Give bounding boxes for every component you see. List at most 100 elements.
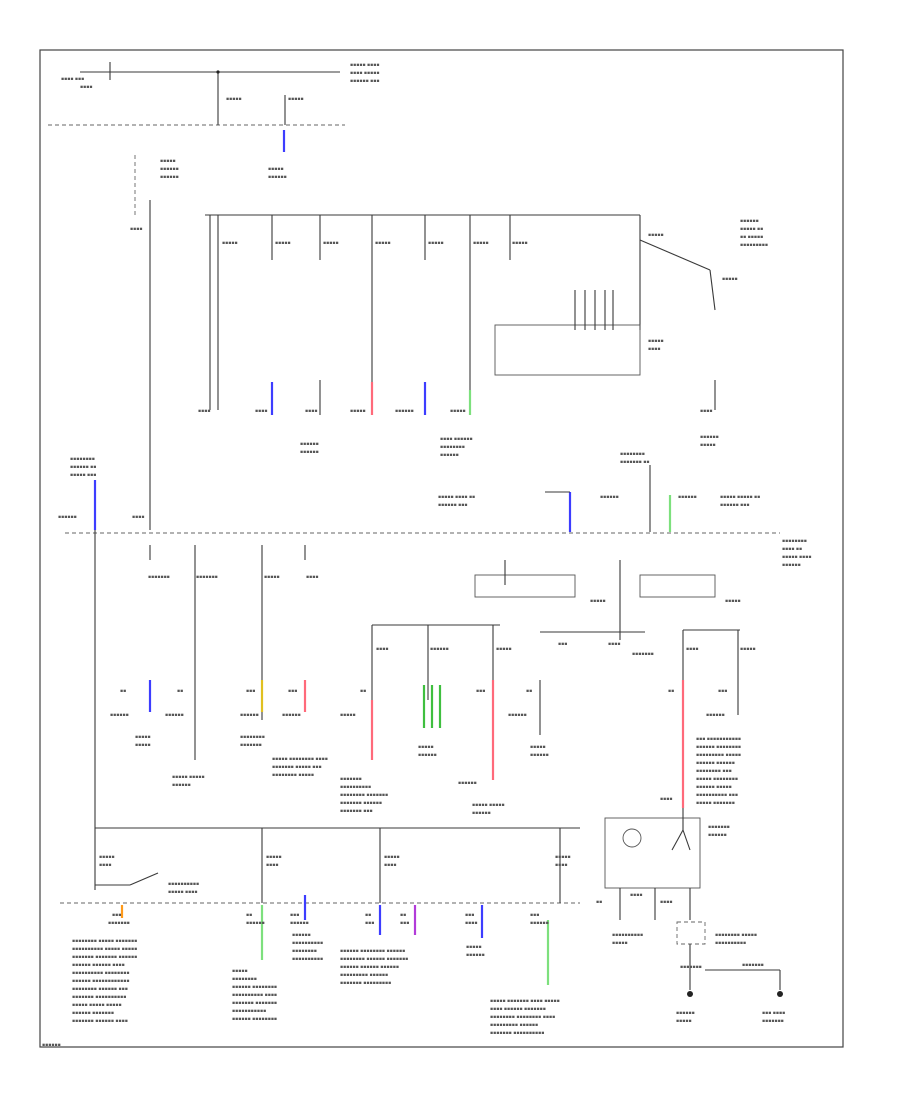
svg-text:▪▪▪▪▪▪▪▪ ▪▪▪: ▪▪▪▪▪▪▪▪ ▪▪▪ (696, 769, 732, 774)
svg-text:▪▪▪▪: ▪▪▪▪ (660, 797, 672, 802)
svg-text:▪▪▪▪▪▪▪: ▪▪▪▪▪▪▪ (196, 575, 218, 580)
svg-text:▪▪▪▪▪▪ ▪▪▪▪▪▪ ▪▪▪▪: ▪▪▪▪▪▪ ▪▪▪▪▪▪ ▪▪▪▪ (72, 963, 125, 968)
svg-text:▪▪▪▪: ▪▪▪▪ (630, 893, 642, 898)
svg-text:▪▪▪▪▪▪▪▪▪▪: ▪▪▪▪▪▪▪▪▪▪ (340, 785, 371, 790)
svg-text:▪▪▪▪▪▪ ▪▪▪▪▪▪▪▪: ▪▪▪▪▪▪ ▪▪▪▪▪▪▪▪ (696, 745, 741, 750)
svg-text:▪▪▪▪▪▪ ▪▪: ▪▪▪▪▪▪ ▪▪ (70, 465, 96, 470)
svg-text:▪▪▪▪▪: ▪▪▪▪▪ (264, 575, 280, 580)
svg-text:▪▪▪: ▪▪▪ (530, 913, 539, 918)
svg-text:▪▪▪▪▪▪▪▪: ▪▪▪▪▪▪▪▪ (782, 539, 807, 544)
svg-text:▪▪▪▪▪▪▪ ▪▪▪▪▪▪▪ ▪▪▪▪▪▪: ▪▪▪▪▪▪▪ ▪▪▪▪▪▪▪ ▪▪▪▪▪▪ (72, 955, 137, 960)
svg-text:▪▪▪▪▪▪▪▪: ▪▪▪▪▪▪▪▪ (240, 735, 265, 740)
svg-text:▪▪▪▪▪: ▪▪▪▪▪ (222, 241, 238, 246)
svg-text:▪▪▪▪▪: ▪▪▪▪▪ (340, 713, 356, 718)
svg-text:▪▪▪▪▪▪▪▪ ▪▪▪▪▪: ▪▪▪▪▪▪▪▪ ▪▪▪▪▪ (715, 933, 757, 938)
svg-text:▪▪▪▪▪: ▪▪▪▪▪ (226, 97, 242, 102)
svg-text:▪▪▪: ▪▪▪ (400, 921, 409, 926)
svg-text:▪▪: ▪▪ (596, 900, 602, 905)
svg-text:▪▪▪▪▪▪▪▪: ▪▪▪▪▪▪▪▪ (440, 445, 465, 450)
svg-text:▪▪▪▪▪: ▪▪▪▪▪ (530, 745, 546, 750)
svg-text:▪▪▪▪▪ ▪▪▪▪: ▪▪▪▪▪ ▪▪▪▪ (168, 890, 197, 895)
svg-text:▪▪: ▪▪ (120, 689, 126, 694)
svg-text:▪▪▪▪▪: ▪▪▪▪▪ (323, 241, 339, 246)
svg-text:▪▪: ▪▪ (177, 689, 183, 694)
svg-text:▪▪▪▪▪▪: ▪▪▪▪▪▪ (678, 495, 697, 500)
svg-text:▪▪▪▪: ▪▪▪▪ (306, 575, 318, 580)
svg-text:▪▪▪▪▪▪▪: ▪▪▪▪▪▪▪ (240, 743, 262, 748)
svg-text:▪▪▪▪ ▪▪▪▪▪▪ ▪▪▪▪▪▪▪: ▪▪▪▪ ▪▪▪▪▪▪ ▪▪▪▪▪▪▪ (490, 1007, 546, 1012)
svg-text:▪▪▪▪▪▪▪ ▪▪▪▪▪ ▪▪▪: ▪▪▪▪▪▪▪ ▪▪▪▪▪ ▪▪▪ (272, 765, 322, 770)
svg-text:▪▪▪▪▪▪▪▪▪▪: ▪▪▪▪▪▪▪▪▪▪ (168, 882, 199, 887)
svg-text:▪▪▪▪▪▪▪▪: ▪▪▪▪▪▪▪▪ (70, 457, 95, 462)
svg-text:▪▪▪▪: ▪▪▪▪ (700, 409, 712, 414)
svg-text:▪▪▪▪▪▪ ▪▪▪▪▪▪ ▪▪▪▪▪▪: ▪▪▪▪▪▪ ▪▪▪▪▪▪ ▪▪▪▪▪▪ (340, 965, 399, 970)
svg-text:▪▪▪: ▪▪▪ (112, 913, 121, 918)
svg-text:▪▪▪▪▪▪: ▪▪▪▪▪▪ (508, 713, 527, 718)
svg-text:▪▪▪▪: ▪▪▪▪ (305, 409, 317, 414)
svg-text:▪▪▪▪▪▪: ▪▪▪▪▪▪ (300, 450, 319, 455)
svg-text:▪▪▪▪▪▪: ▪▪▪▪▪▪ (240, 713, 259, 718)
svg-text:▪▪: ▪▪ (365, 913, 371, 918)
svg-text:▪▪▪▪▪▪ ▪▪▪▪▪▪▪: ▪▪▪▪▪▪ ▪▪▪▪▪▪▪ (72, 1011, 114, 1016)
svg-text:▪▪▪▪▪: ▪▪▪▪▪ (275, 241, 291, 246)
svg-text:▪▪▪▪▪▪▪ ▪▪▪▪▪▪ ▪▪▪▪: ▪▪▪▪▪▪▪ ▪▪▪▪▪▪ ▪▪▪▪ (72, 1019, 128, 1024)
svg-text:▪▪▪▪▪▪: ▪▪▪▪▪▪ (160, 167, 179, 172)
svg-text:▪▪▪▪▪▪: ▪▪▪▪▪▪ (160, 175, 179, 180)
svg-text:▪▪▪▪▪ ▪▪▪▪▪ ▪▪: ▪▪▪▪▪ ▪▪▪▪▪ ▪▪ (720, 495, 760, 500)
svg-text:▪▪▪▪ ▪▪▪: ▪▪▪▪ ▪▪▪ (61, 77, 84, 82)
svg-text:▪▪▪ ▪▪▪▪: ▪▪▪ ▪▪▪▪ (762, 1011, 785, 1016)
svg-text:▪▪▪▪▪▪: ▪▪▪▪▪▪ (418, 753, 437, 758)
svg-text:▪▪: ▪▪ (526, 689, 532, 694)
svg-text:▪▪▪▪▪▪▪▪▪▪: ▪▪▪▪▪▪▪▪▪▪ (292, 957, 323, 962)
svg-text:▪▪▪▪▪▪: ▪▪▪▪▪▪ (58, 515, 77, 520)
svg-text:▪▪▪▪▪▪ ▪▪▪: ▪▪▪▪▪▪ ▪▪▪ (350, 79, 379, 84)
svg-text:▪▪▪▪▪ ▪▪▪▪▪▪▪: ▪▪▪▪▪ ▪▪▪▪▪▪▪ (696, 801, 735, 806)
svg-text:▪▪▪▪▪▪▪: ▪▪▪▪▪▪▪ (708, 825, 730, 830)
svg-text:▪▪▪▪ ▪▪▪▪▪▪: ▪▪▪▪ ▪▪▪▪▪▪ (440, 437, 473, 442)
svg-text:▪▪: ▪▪ (246, 913, 252, 918)
svg-text:▪▪▪▪▪: ▪▪▪▪▪ (740, 647, 756, 652)
svg-text:▪▪▪▪▪▪: ▪▪▪▪▪▪ (472, 811, 491, 816)
top-fuse-section: ▪▪▪▪▪ ▪▪▪▪ ▪▪▪▪ ▪▪▪▪▪ ▪▪▪▪▪▪ ▪▪▪ ▪▪▪▪ ▪▪… (48, 62, 379, 180)
svg-text:▪▪▪▪: ▪▪▪▪ (686, 647, 698, 652)
lower-junction-block: ▪▪▪▪▪▪▪ ▪▪▪▪▪▪▪ ▪▪▪▪▪ ▪▪▪▪ ▪▪▪▪▪ ▪▪▪▪▪ ▪… (110, 545, 756, 816)
svg-text:▪▪▪▪▪▪: ▪▪▪▪▪▪ (430, 647, 449, 652)
svg-text:▪▪▪▪ ▪▪: ▪▪▪▪ ▪▪ (782, 547, 802, 552)
ground-symbol-2 (777, 991, 783, 997)
svg-text:▪▪▪▪▪: ▪▪▪▪▪ (384, 855, 400, 860)
svg-text:▪▪▪▪: ▪▪▪▪ (132, 515, 144, 520)
svg-text:▪▪▪▪▪▪▪: ▪▪▪▪▪▪▪ (340, 777, 362, 782)
svg-text:▪▪▪▪▪ ▪▪▪▪: ▪▪▪▪▪ ▪▪▪▪ (350, 63, 379, 68)
svg-text:▪▪▪▪▪▪ ▪▪▪▪▪▪▪▪▪▪▪▪: ▪▪▪▪▪▪ ▪▪▪▪▪▪▪▪▪▪▪▪ (72, 979, 130, 984)
ground-symbol-1 (687, 991, 693, 997)
svg-text:▪▪▪▪▪▪: ▪▪▪▪▪▪ (165, 713, 184, 718)
svg-text:▪▪▪▪▪▪▪▪▪ ▪▪▪▪▪: ▪▪▪▪▪▪▪▪▪ ▪▪▪▪▪ (696, 753, 741, 758)
svg-text:▪▪▪▪▪▪: ▪▪▪▪▪▪ (300, 442, 319, 447)
svg-text:▪▪▪▪▪▪ ▪▪▪▪▪: ▪▪▪▪▪▪ ▪▪▪▪▪ (696, 785, 732, 790)
svg-text:▪▪▪▪▪ ▪▪▪▪▪▪▪ ▪▪▪▪ ▪▪▪▪▪: ▪▪▪▪▪ ▪▪▪▪▪▪▪ ▪▪▪▪ ▪▪▪▪▪ (490, 999, 560, 1004)
svg-text:▪▪▪: ▪▪▪ (288, 689, 297, 694)
svg-text:▪▪▪▪▪ ▪▪▪▪▪▪▪▪: ▪▪▪▪▪ ▪▪▪▪▪▪▪▪ (696, 777, 738, 782)
svg-text:▪▪▪▪▪: ▪▪▪▪▪ (350, 409, 366, 414)
diagram-border (39, 49, 844, 1048)
svg-text:▪▪▪▪ ▪▪▪▪▪: ▪▪▪▪ ▪▪▪▪▪ (350, 71, 379, 76)
svg-text:▪▪▪▪▪ ▪▪▪▪▪ ▪▪▪▪▪: ▪▪▪▪▪ ▪▪▪▪▪ ▪▪▪▪▪ (72, 1003, 122, 1008)
svg-text:▪▪▪▪▪▪: ▪▪▪▪▪▪ (172, 783, 191, 788)
svg-text:▪▪▪▪▪▪ ▪▪▪▪▪▪▪▪ ▪▪▪▪▪▪: ▪▪▪▪▪▪ ▪▪▪▪▪▪▪▪ ▪▪▪▪▪▪ (340, 949, 405, 954)
svg-text:▪▪▪: ▪▪▪ (718, 689, 727, 694)
svg-text:▪▪▪▪▪▪: ▪▪▪▪▪▪ (440, 453, 459, 458)
svg-text:▪▪▪▪▪: ▪▪▪▪▪ (99, 855, 115, 860)
svg-text:▪▪▪▪▪▪: ▪▪▪▪▪▪ (740, 219, 759, 224)
svg-text:▪▪▪▪▪▪▪▪ ▪▪▪▪▪: ▪▪▪▪▪▪▪▪ ▪▪▪▪▪ (272, 773, 314, 778)
svg-text:▪▪▪▪▪▪: ▪▪▪▪▪▪ (530, 753, 549, 758)
svg-text:▪▪▪▪▪▪▪▪▪: ▪▪▪▪▪▪▪▪▪ (740, 243, 768, 248)
svg-text:▪▪▪▪▪▪▪▪ ▪▪▪▪▪▪ ▪▪▪: ▪▪▪▪▪▪▪▪ ▪▪▪▪▪▪ ▪▪▪ (72, 987, 128, 992)
svg-text:▪▪▪▪▪▪▪ ▪▪▪▪▪▪▪▪▪▪: ▪▪▪▪▪▪▪ ▪▪▪▪▪▪▪▪▪▪ (72, 995, 126, 1000)
svg-text:▪▪▪▪▪: ▪▪▪▪▪ (135, 735, 151, 740)
svg-text:▪▪▪▪: ▪▪▪▪ (376, 647, 388, 652)
svg-text:▪▪▪▪▪▪▪▪▪▪▪: ▪▪▪▪▪▪▪▪▪▪▪ (232, 1009, 266, 1014)
svg-text:▪▪▪▪▪▪: ▪▪▪▪▪▪ (110, 713, 129, 718)
svg-text:▪▪▪▪▪▪▪ ▪▪: ▪▪▪▪▪▪▪ ▪▪ (620, 460, 649, 465)
svg-text:▪▪▪: ▪▪▪ (465, 913, 474, 918)
svg-text:▪▪▪▪▪▪▪: ▪▪▪▪▪▪▪ (108, 921, 130, 926)
